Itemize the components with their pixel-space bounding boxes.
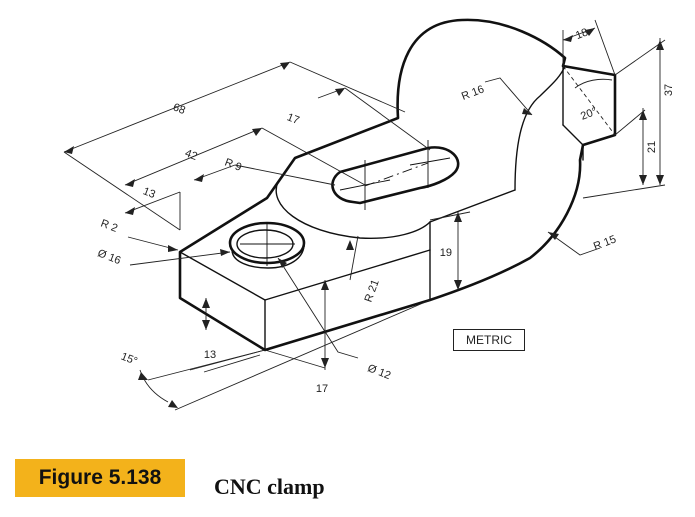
dim-17-slot: 17 bbox=[285, 111, 301, 127]
dim-17-front: 17 bbox=[316, 383, 328, 395]
dim-r15: R 15 bbox=[592, 233, 618, 253]
dim-20deg: 20° bbox=[579, 106, 599, 123]
dim-dia16: Ø 16 bbox=[96, 247, 123, 267]
dimension-lines bbox=[63, 19, 666, 411]
dim-68: 68 bbox=[171, 101, 187, 117]
dim-19: 19 bbox=[440, 247, 452, 259]
part-inner-edges bbox=[179, 65, 584, 351]
dimension-labels: 68 17 42 R 9 13 R 2 Ø 16 R 16 18 20° 37 … bbox=[96, 26, 675, 395]
center-marks bbox=[240, 140, 451, 266]
dim-21: 21 bbox=[646, 141, 658, 153]
dim-18: 18 bbox=[574, 26, 590, 42]
cnc-clamp-drawing: 68 17 42 R 9 13 R 2 Ø 16 R 16 18 20° 37 … bbox=[63, 18, 675, 411]
dim-13-hole: 13 bbox=[141, 185, 157, 201]
dim-r16: R 16 bbox=[460, 83, 486, 103]
dim-dia12: Ø 12 bbox=[366, 362, 393, 382]
dim-r9: R 9 bbox=[223, 157, 243, 174]
units-note: METRIC bbox=[453, 329, 525, 351]
dim-r2: R 2 bbox=[99, 218, 119, 235]
dim-42: 42 bbox=[183, 147, 199, 163]
arrowheads bbox=[64, 28, 664, 408]
dim-15deg: 15° bbox=[119, 351, 139, 368]
figure-number-badge: Figure 5.138 bbox=[15, 459, 185, 497]
dim-r21: R 21 bbox=[363, 278, 382, 304]
figure-caption: CNC clamp bbox=[214, 474, 325, 499]
dim-37: 37 bbox=[663, 84, 675, 96]
part-outline bbox=[178, 18, 617, 352]
dim-13-base: 13 bbox=[204, 349, 216, 361]
